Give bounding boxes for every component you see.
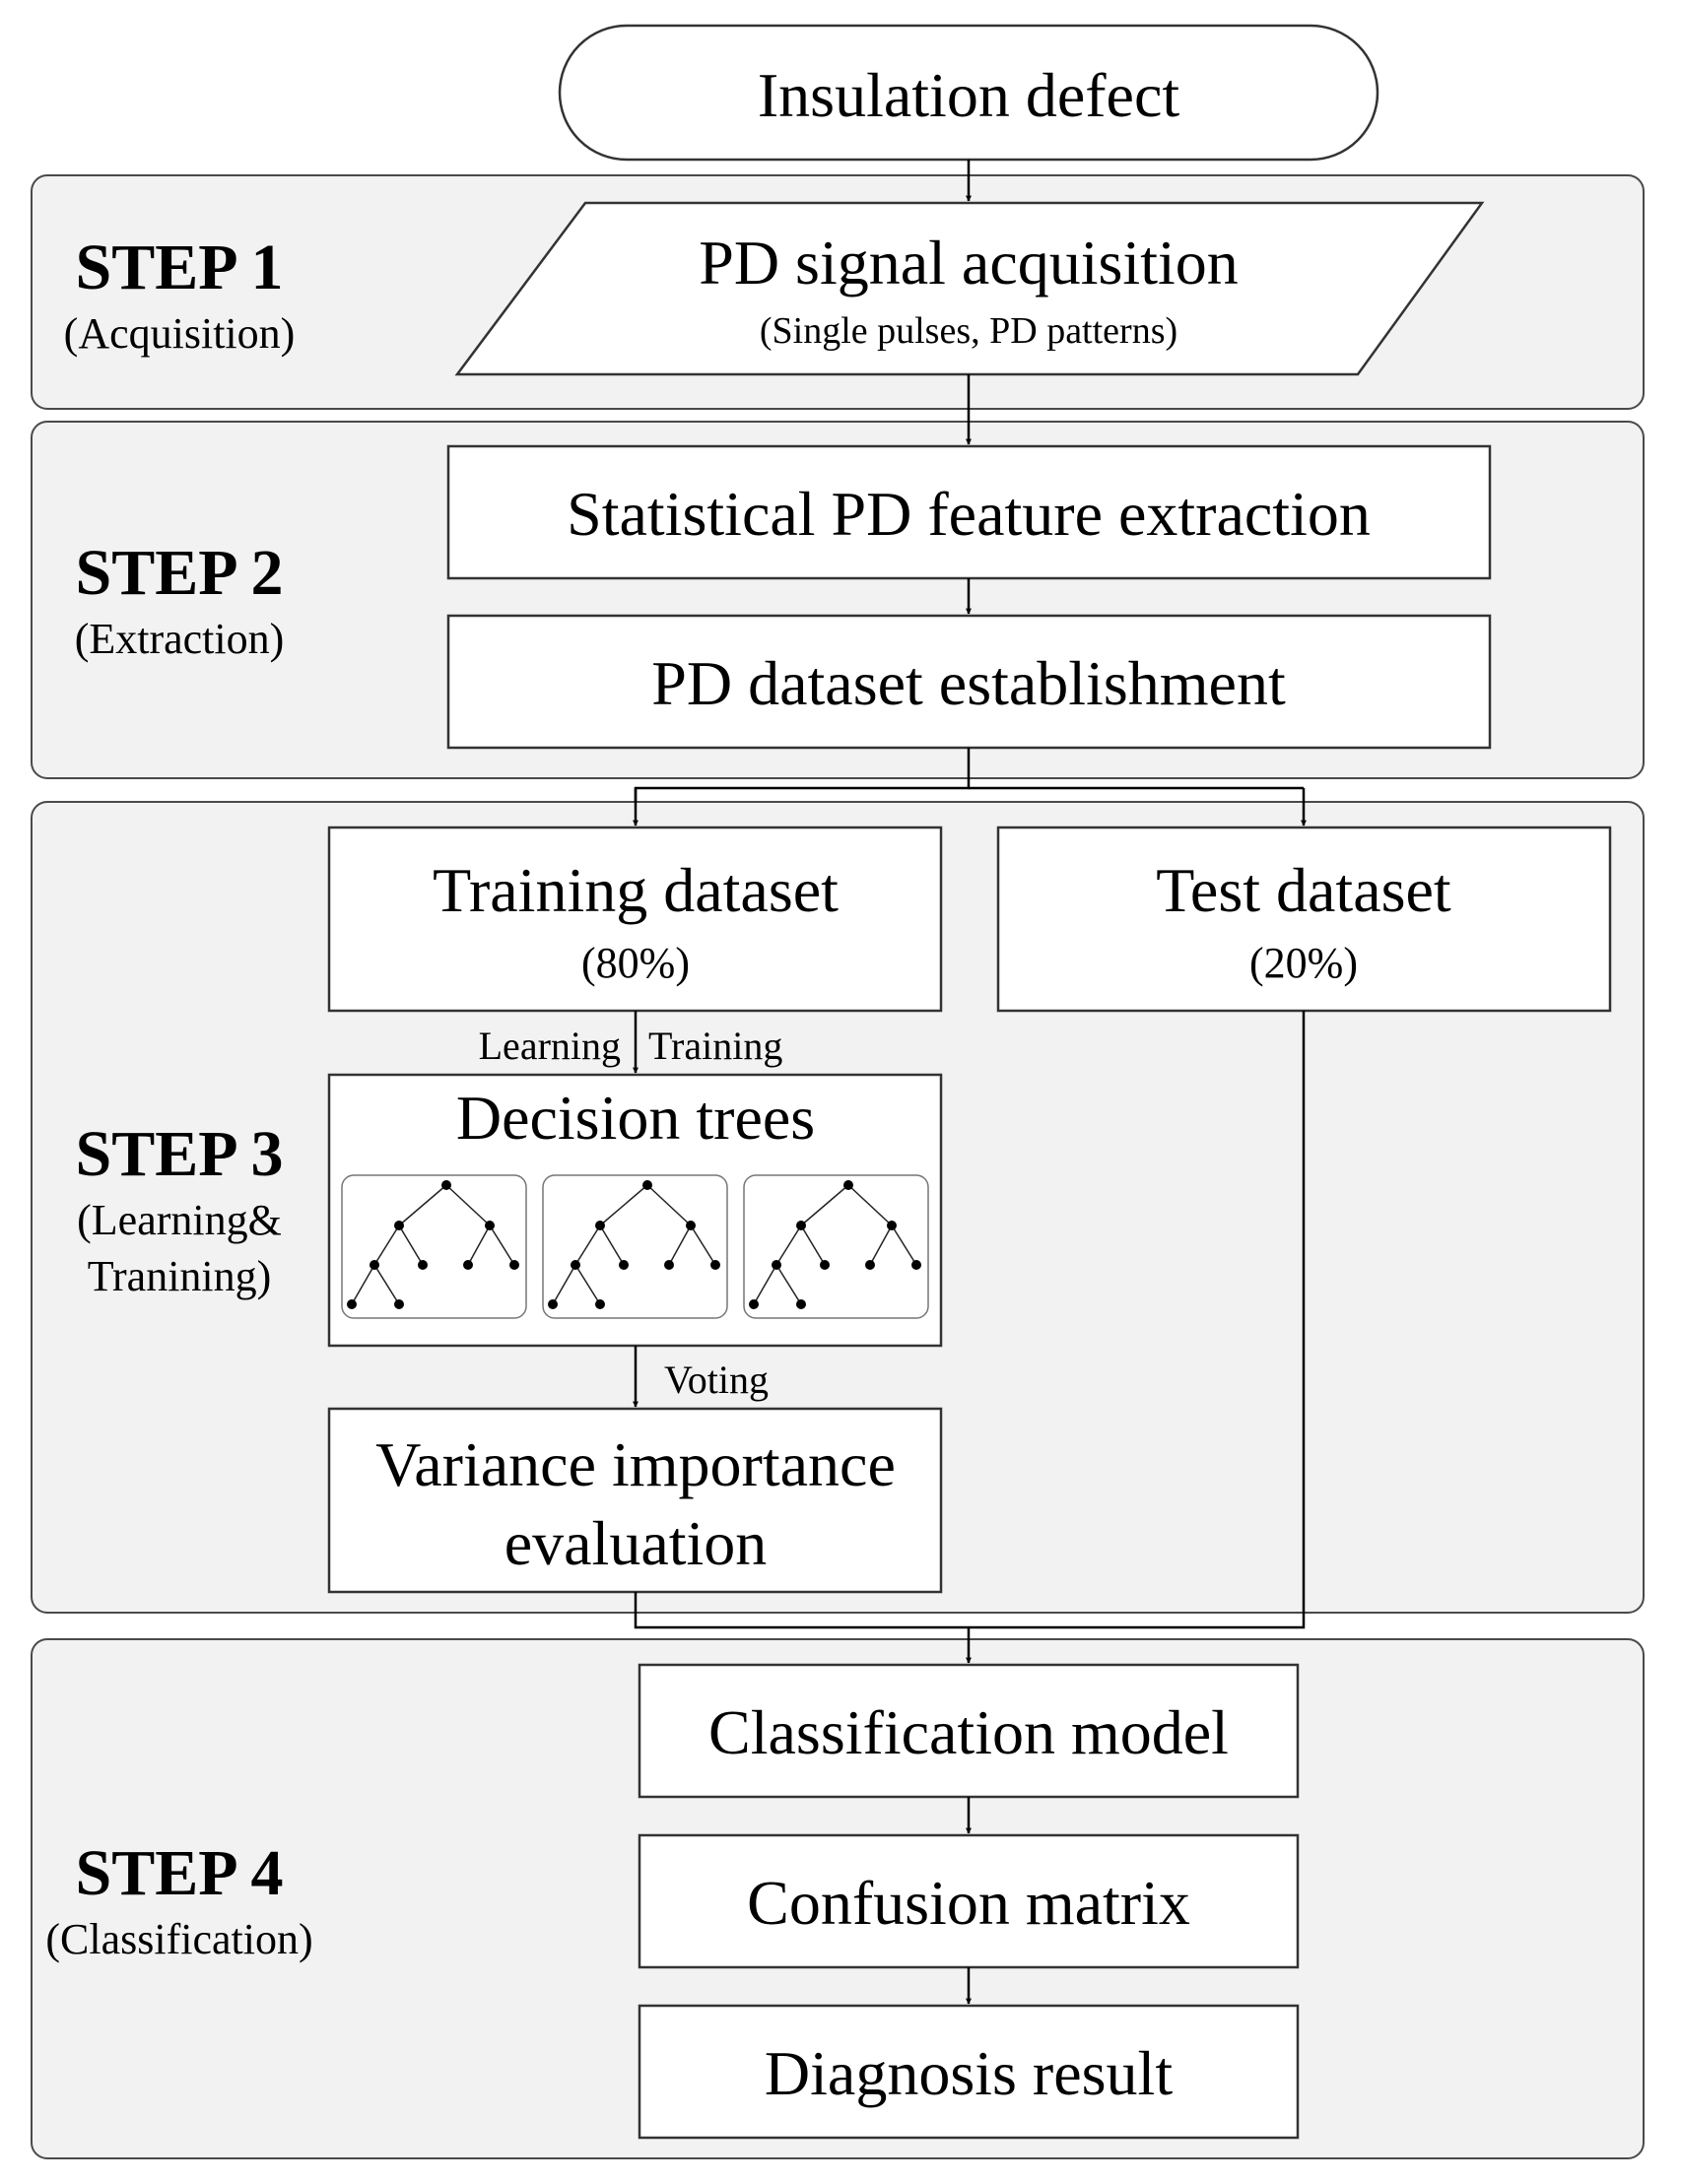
learning-label: Learning (479, 1024, 621, 1068)
step4-subtitle: (Classification) (45, 1915, 312, 1963)
test-dataset-box (996, 826, 1612, 1013)
training-dataset-title: Training dataset (433, 855, 839, 925)
step4-title: STEP 4 (76, 1837, 284, 1909)
confusion-matrix-label: Confusion matrix (747, 1868, 1190, 1938)
training-dataset-share: (80%) (581, 939, 690, 987)
decision-tree-icons (341, 1174, 929, 1319)
feature-extraction-label: Statistical PD feature extraction (567, 479, 1371, 549)
decision-trees-title: Decision trees (456, 1083, 815, 1153)
decision-tree-icon (542, 1174, 728, 1319)
classification-model-label: Classification model (708, 1697, 1229, 1767)
start-label: Insulation defect (758, 60, 1180, 130)
step1-subtitle: (Acquisition) (64, 309, 296, 358)
acquisition-title: PD signal acquisition (699, 228, 1239, 298)
classification-model-box (638, 1663, 1300, 1799)
acquisition-parallelogram (454, 201, 1485, 376)
step2-subtitle: (Extraction) (75, 615, 285, 663)
step1-title: STEP 1 (76, 232, 284, 303)
diagnosis-result-box (638, 2004, 1300, 2140)
variance-importance-line2: evaluation (504, 1508, 768, 1578)
variance-importance-box (327, 1407, 943, 1594)
step3-subtitle-line1: (Learning& (77, 1196, 282, 1244)
dataset-establishment-label: PD dataset establishment (651, 648, 1286, 718)
decision-tree-icon (341, 1174, 527, 1319)
decision-tree-icon (743, 1174, 929, 1319)
test-dataset-share: (20%) (1249, 939, 1358, 987)
step3-subtitle-line2: Tranining) (88, 1252, 272, 1300)
variance-importance-line1: Variance importance (375, 1429, 896, 1499)
training-label: Training (648, 1024, 782, 1068)
test-dataset-title: Test dataset (1156, 855, 1451, 925)
acquisition-detail: (Single pulses, PD patterns) (760, 310, 1177, 352)
confusion-matrix-box (638, 1833, 1300, 1969)
step3-title: STEP 3 (76, 1118, 284, 1190)
diagnosis-result-label: Diagnosis result (765, 2038, 1173, 2108)
step2-title: STEP 2 (76, 537, 284, 609)
voting-label: Voting (664, 1357, 769, 1402)
